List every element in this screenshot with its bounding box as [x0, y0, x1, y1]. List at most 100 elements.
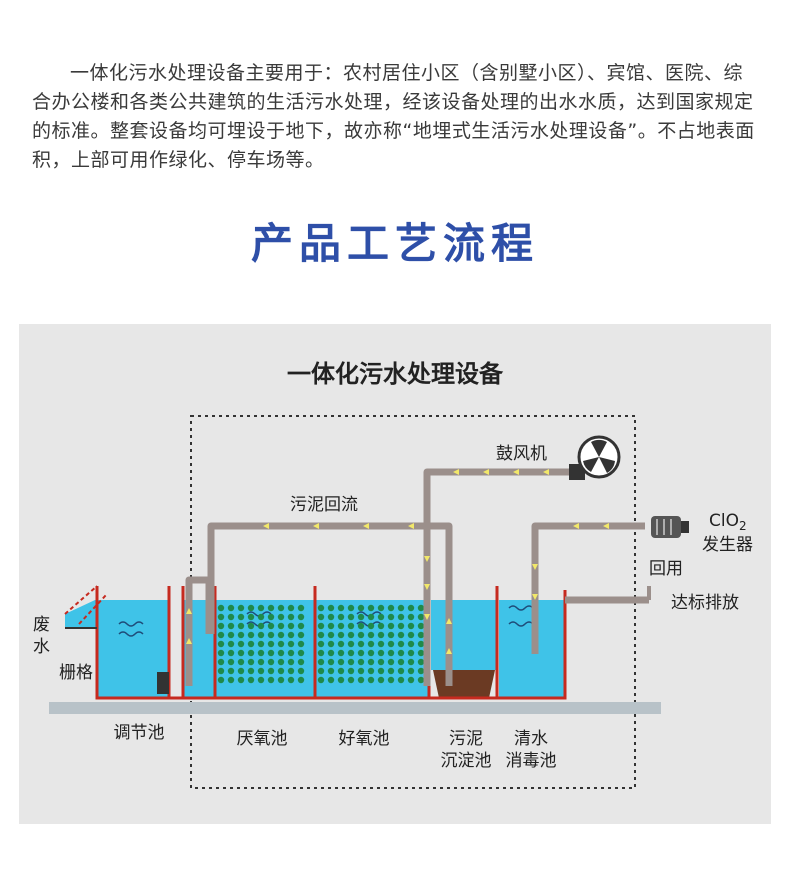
- sedimentation-label-1: 污泥: [449, 729, 483, 749]
- flow-arrows: [186, 469, 609, 654]
- regulating-tank-label: 调节池: [114, 723, 165, 743]
- media-dot: [217, 649, 225, 657]
- media-dot: [357, 676, 365, 684]
- media-dot: [267, 622, 275, 630]
- media-dot: [407, 667, 415, 675]
- regulating-water: [65, 600, 169, 698]
- media-dot: [267, 667, 275, 675]
- media-dot: [277, 622, 285, 630]
- media-dot: [397, 676, 405, 684]
- media-dot: [277, 640, 285, 648]
- media-dot: [367, 649, 375, 657]
- media-dot: [397, 649, 405, 657]
- media-dot: [397, 631, 405, 639]
- media-dot: [357, 631, 365, 639]
- reuse-label: 回用: [649, 559, 683, 579]
- media-dot: [407, 622, 415, 630]
- media-dot: [367, 613, 375, 621]
- media-dot: [337, 640, 345, 648]
- media-dot: [357, 622, 365, 630]
- media-dot: [417, 640, 425, 648]
- media-dot: [387, 676, 395, 684]
- aerobic-tank-label: 好氧池: [339, 729, 390, 749]
- media-dot: [317, 640, 325, 648]
- media-dot: [327, 649, 335, 657]
- media-dot: [217, 640, 225, 648]
- media-dot: [237, 658, 245, 666]
- media-dot: [337, 613, 345, 621]
- media-dot: [257, 649, 265, 657]
- disinfection-label-2: 消毒池: [506, 751, 557, 771]
- media-dot: [237, 613, 245, 621]
- media-dot: [377, 676, 385, 684]
- media-dot: [237, 622, 245, 630]
- media-dot: [397, 667, 405, 675]
- media-dot: [287, 613, 295, 621]
- grille-label: 栅格: [59, 663, 93, 683]
- media-dot: [327, 631, 335, 639]
- media-dot: [347, 658, 355, 666]
- media-dot: [217, 658, 225, 666]
- media-dot: [267, 604, 275, 612]
- process-diagram: 一体化污水处理设备: [33, 360, 753, 789]
- media-dot: [367, 631, 375, 639]
- sludge-return-pipe: [207, 522, 453, 686]
- media-dot: [247, 631, 255, 639]
- media-dot: [407, 658, 415, 666]
- media-dot: [387, 604, 395, 612]
- media-dot: [247, 649, 255, 657]
- media-dot: [287, 649, 295, 657]
- generator-label: 发生器: [702, 535, 753, 555]
- media-dot: [397, 613, 405, 621]
- sludge-hopper: [433, 670, 495, 698]
- media-dot: [387, 640, 395, 648]
- media-dot: [257, 676, 265, 684]
- media-dot: [407, 604, 415, 612]
- media-dot: [407, 631, 415, 639]
- media-dot: [377, 667, 385, 675]
- media-dot: [377, 622, 385, 630]
- media-dot: [327, 676, 335, 684]
- media-dot: [407, 676, 415, 684]
- media-dot: [417, 622, 425, 630]
- media-dot: [387, 613, 395, 621]
- media-dot: [397, 658, 405, 666]
- media-dot: [287, 676, 295, 684]
- media-dot: [387, 658, 395, 666]
- media-dot: [257, 604, 265, 612]
- media-dot: [337, 676, 345, 684]
- media-dot: [237, 604, 245, 612]
- lift-pump: [157, 672, 169, 694]
- media-dot: [217, 676, 225, 684]
- media-dot: [387, 667, 395, 675]
- clo2-label: ClO2: [709, 511, 747, 533]
- media-dot: [277, 658, 285, 666]
- media-dot: [297, 640, 305, 648]
- media-dot: [377, 649, 385, 657]
- media-dot: [237, 649, 245, 657]
- media-dot: [357, 658, 365, 666]
- media-dot: [317, 658, 325, 666]
- media-dot: [367, 604, 375, 612]
- media-dot: [417, 667, 425, 675]
- media-dot: [347, 649, 355, 657]
- media-dot: [217, 604, 225, 612]
- media-dot: [327, 604, 335, 612]
- media-dot: [337, 667, 345, 675]
- media-dot: [297, 658, 305, 666]
- media-dot: [237, 667, 245, 675]
- media-dot: [317, 604, 325, 612]
- media-dot: [337, 604, 345, 612]
- blower: [569, 435, 621, 480]
- media-dot: [327, 658, 335, 666]
- media-dot: [227, 640, 235, 648]
- media-dot: [347, 667, 355, 675]
- intro-paragraph: 一体化污水处理设备主要用于：农村居住小区（含别墅小区）、宾馆、医院、综合办公楼和…: [32, 62, 755, 171]
- media-dot: [407, 649, 415, 657]
- media-dot: [377, 604, 385, 612]
- media-dot: [417, 649, 425, 657]
- media-dot: [387, 622, 395, 630]
- media-dot: [297, 667, 305, 675]
- media-dot: [227, 667, 235, 675]
- media-dot: [287, 604, 295, 612]
